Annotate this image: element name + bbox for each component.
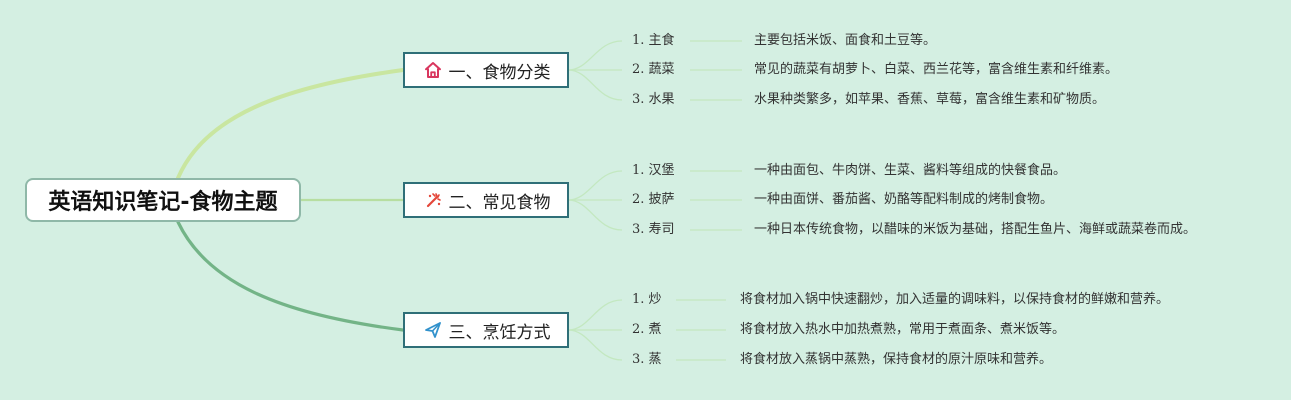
description-steam: 将食材放入蒸锅中蒸熟，保持食材的原汁原味和营养。	[740, 352, 1053, 367]
subtopic-stir-fry[interactable]: 1. 炒	[632, 292, 662, 307]
branch-food-categories[interactable]: 一、食物分类	[403, 52, 569, 88]
subtopic-hamburger[interactable]: 1. 汉堡	[632, 163, 675, 178]
description-stir-fry: 将食材加入锅中快速翻炒，加入适量的调味料，以保持食材的鲜嫩和营养。	[740, 292, 1170, 307]
root-to-branch-1-connector	[176, 68, 405, 180]
subtopic-pizza[interactable]: 2. 披萨	[632, 192, 675, 207]
branch-label: 一、食物分类	[448, 62, 551, 83]
description-boil: 将食材放入热水中加热煮熟，常用于煮面条、煮米饭等。	[740, 322, 1066, 337]
subtopic-staple-food[interactable]: 1. 主食	[632, 33, 675, 48]
branch-2-sub-connectors	[567, 170, 742, 231]
description-hamburger: 一种由面包、牛肉饼、生菜、酱料等组成的快餐食品。	[754, 163, 1067, 178]
branch-3-sub-connectors	[567, 299, 726, 361]
description-vegetables: 常见的蔬菜有胡萝卜、白菜、西兰花等，富含维生素和纤维素。	[754, 62, 1119, 77]
description-pizza: 一种由面饼、番茄酱、奶酪等配料制成的烤制食物。	[754, 192, 1054, 207]
subtopic-sushi[interactable]: 3. 寿司	[632, 222, 675, 237]
branch-label: 三、烹饪方式	[448, 322, 551, 343]
branch-common-foods[interactable]: 二、常见食物	[403, 182, 569, 218]
branch-1-sub-connectors	[567, 40, 742, 101]
home-icon	[422, 59, 444, 81]
subtopic-vegetables[interactable]: 2. 蔬菜	[632, 62, 675, 77]
root-to-branch-3-connector	[176, 220, 405, 332]
description-sushi: 一种日本传统食物，以醋味的米饭为基础，搭配生鱼片、海鲜或蔬菜卷而成。	[754, 222, 1197, 237]
branch-cooking-methods[interactable]: 三、烹饪方式	[403, 312, 569, 348]
paper-plane-icon	[422, 319, 444, 341]
description-staple-food: 主要包括米饭、面食和土豆等。	[754, 33, 937, 48]
root-topic[interactable]: 英语知识笔记-食物主题	[25, 178, 301, 222]
description-fruits: 水果种类繁多，如苹果、香蕉、草莓，富含维生素和矿物质。	[754, 92, 1106, 107]
branch-label: 二、常见食物	[448, 192, 551, 213]
subtopic-fruits[interactable]: 3. 水果	[632, 92, 675, 107]
subtopic-boil[interactable]: 2. 煮	[632, 322, 662, 337]
subtopic-steam[interactable]: 3. 蒸	[632, 352, 662, 367]
magic-wand-icon	[422, 189, 444, 211]
